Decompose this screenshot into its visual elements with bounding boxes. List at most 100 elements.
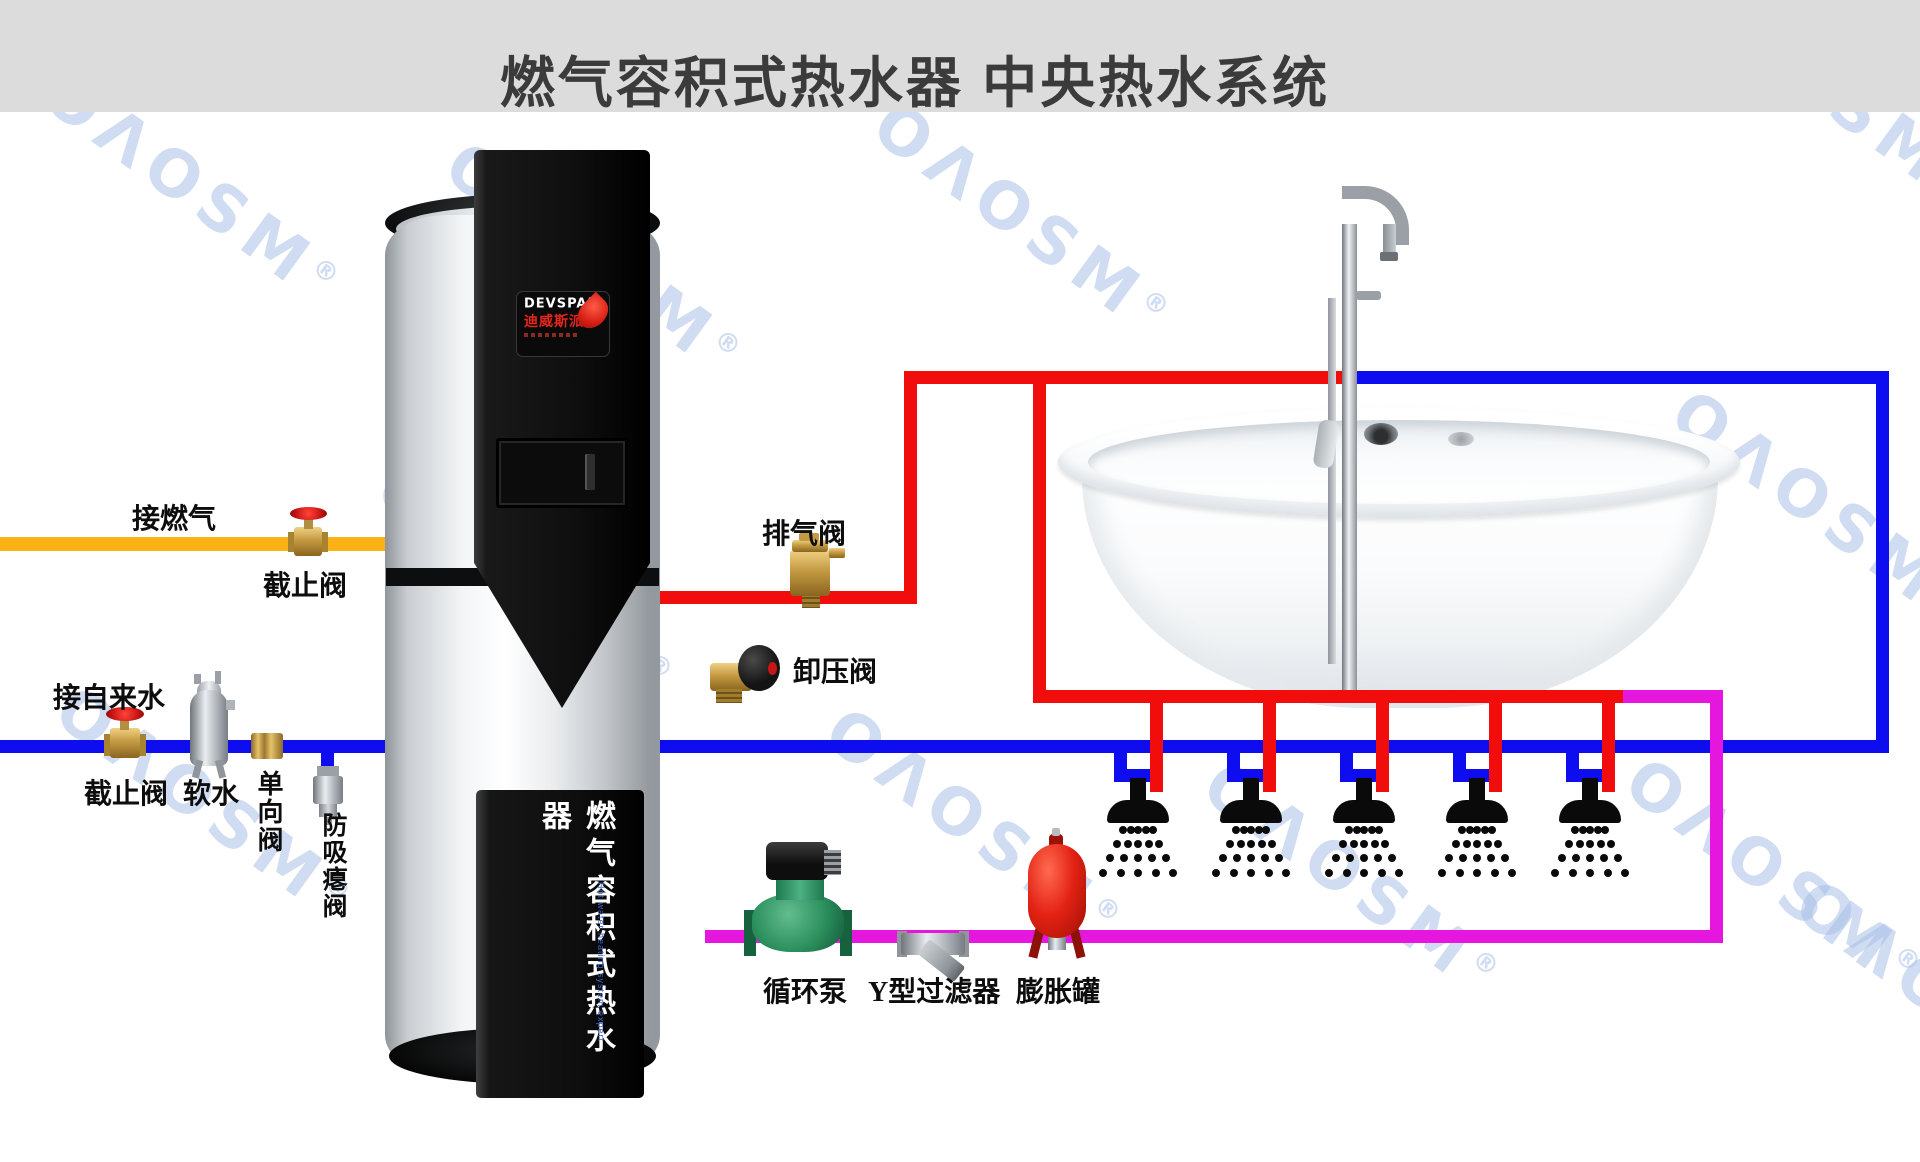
spray-dot (1247, 826, 1255, 834)
shower-hot-drop-pipe (1263, 697, 1276, 792)
spray-dot (1219, 854, 1227, 862)
recirculation-top-pipe (1623, 690, 1723, 703)
air-vent-top (799, 533, 819, 541)
spray-dot (1593, 826, 1602, 834)
watermark: OΛOSM® (1781, 865, 1920, 1113)
spray-dot (1254, 826, 1263, 834)
spray-dot (1458, 826, 1466, 834)
shower-hot-drop-pipe (1376, 697, 1389, 792)
spray-dot (1375, 826, 1383, 834)
spray-dot (1134, 826, 1142, 834)
spray-dot (1119, 826, 1127, 834)
spray-dot (1480, 826, 1489, 834)
water-stop-valve-icon (110, 728, 140, 758)
spray-dot (1120, 854, 1128, 862)
bathtub-basin (1088, 420, 1710, 504)
spray-dot (1151, 869, 1160, 877)
spray-dot (1388, 854, 1396, 862)
label-water-stop-valve: 截止阀 (84, 779, 169, 810)
shower-dome-icon (1220, 800, 1282, 823)
air-vent-side-nipple (829, 548, 845, 558)
hand-shower-rod-icon (1328, 298, 1336, 664)
recirculation-riser-pipe (1710, 690, 1723, 943)
water-valve-handwheel-icon (106, 707, 144, 721)
spray-dot (1586, 840, 1594, 848)
spray-dot (1236, 840, 1245, 848)
bathtub-overflow-icon (1364, 423, 1398, 445)
vacuum-breaker-nut (317, 766, 339, 776)
spray-dot (1459, 854, 1467, 862)
pump-motor-icon (766, 842, 828, 880)
spray-dot (1268, 840, 1276, 848)
shower-stem-icon (1130, 778, 1146, 806)
water-valve-flange (138, 734, 146, 756)
door-handle-icon (585, 454, 595, 490)
spray-dot (1247, 854, 1255, 862)
relief-valve-outlet (716, 689, 742, 703)
spray-dot (1226, 840, 1234, 848)
gas-stop-valve-icon (294, 527, 322, 556)
spray-dot (1126, 826, 1135, 834)
cold-top-pipe (1345, 371, 1889, 384)
label-softener: 软水 (183, 779, 240, 810)
hot-down-pipe (1033, 371, 1046, 703)
spray-dot (1360, 840, 1368, 848)
pump-nameplate (824, 850, 841, 875)
spray-dot (1264, 869, 1273, 877)
spray-dot (1367, 826, 1376, 834)
expansion-tank-tip (1052, 828, 1060, 836)
spray-dot (1360, 826, 1368, 834)
label-gas-stop-valve: 截止阀 (263, 571, 348, 602)
shower-dome-icon (1559, 800, 1621, 823)
spray-dot (1607, 840, 1615, 848)
softener-side-port (226, 700, 235, 710)
spray-dot (1575, 840, 1584, 848)
shower-hot-drop-pipe (1602, 697, 1615, 792)
tub-faucet-spout (1383, 224, 1396, 256)
spray-dot (1565, 840, 1573, 848)
spray-dot (1603, 869, 1612, 877)
gas-valve-stem (304, 517, 313, 529)
softener-nipple (194, 674, 201, 684)
spray-dot (1614, 854, 1622, 862)
hot-top-pipe (904, 371, 1345, 384)
spray-dot (1144, 840, 1153, 848)
spray-dot (1473, 840, 1481, 848)
spray-dot (1558, 854, 1566, 862)
spray-dot (1377, 869, 1386, 877)
spray-dot (1282, 869, 1290, 877)
air-vent-thread (802, 594, 820, 608)
check-valve-icon (251, 733, 283, 759)
label-gas-inlet: 接燃气 (132, 504, 217, 535)
spray-dot (1452, 840, 1460, 848)
softener-vessel-icon (190, 690, 228, 766)
spray-dot (1374, 854, 1382, 862)
watermark: OΛOSM® (859, 87, 1175, 335)
vacuum-breaker-taper (319, 804, 337, 817)
spray-dot (1261, 854, 1269, 862)
gas-valve-flange (288, 532, 296, 552)
spray-dot (1099, 869, 1107, 877)
spray-dot (1345, 826, 1353, 834)
spray-dot (1490, 869, 1499, 877)
spray-dot (1360, 869, 1368, 877)
spray-dot (1134, 840, 1142, 848)
spray-dot (1487, 854, 1495, 862)
spray-dot (1247, 840, 1255, 848)
spray-dot (1572, 854, 1580, 862)
hot-shower-main-pipe (1033, 690, 1623, 703)
spray-dot (1551, 869, 1559, 877)
cold-right-riser-pipe (1876, 371, 1889, 753)
spray-dot (1106, 854, 1114, 862)
heater-front-label: 燃气容积式热水器 (537, 800, 614, 1059)
spray-dot (1455, 869, 1464, 877)
shower-dome-icon (1333, 800, 1395, 823)
shower-stem-icon (1469, 778, 1485, 806)
spray-dot (1483, 840, 1492, 848)
watermark: OΛOSM® (1189, 747, 1505, 995)
label-y-filter: Y型过滤器 (868, 977, 1001, 1008)
spray-dot (1352, 826, 1361, 834)
tub-faucet-gooseneck-icon (1342, 186, 1409, 245)
label-air-vent: 排气阀 (762, 519, 847, 550)
spray-dot (1621, 869, 1629, 877)
